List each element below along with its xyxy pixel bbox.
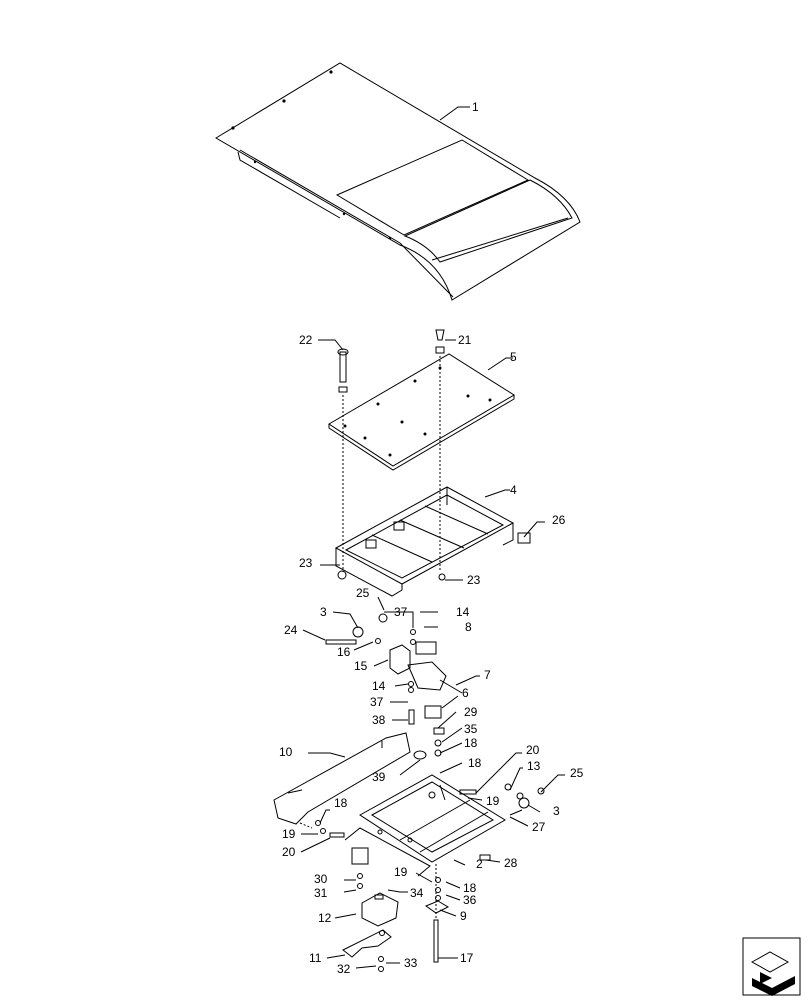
callout-20-b: 20 xyxy=(282,845,296,859)
bolt-22 xyxy=(337,348,349,572)
callout-7: 7 xyxy=(484,668,491,682)
leader-lines xyxy=(300,106,565,969)
callout-18-c: 18 xyxy=(334,796,348,810)
callout-14-a: 14 xyxy=(456,605,470,619)
callout-35: 35 xyxy=(464,722,478,736)
callout-33: 33 xyxy=(404,956,418,970)
callout-17: 17 xyxy=(460,951,474,965)
arrow-corner-icon[interactable] xyxy=(742,937,801,996)
callout-37-a: 37 xyxy=(394,605,408,619)
callout-19-c: 19 xyxy=(394,865,408,879)
callout-18-d: 18 xyxy=(463,881,477,895)
cap-26 xyxy=(517,532,531,544)
seat-frame xyxy=(334,486,515,597)
callout-25-b: 25 xyxy=(570,766,584,780)
callout-18-a: 18 xyxy=(464,736,478,750)
adjuster-mechanism xyxy=(325,613,463,725)
washer-39 xyxy=(413,750,427,760)
bracket-11 xyxy=(342,929,392,972)
callout-6: 6 xyxy=(462,686,469,700)
callout-36: 36 xyxy=(463,893,477,907)
callout-2: 2 xyxy=(476,857,483,871)
callout-26: 26 xyxy=(552,513,566,527)
roof-panel xyxy=(215,62,581,301)
callout-31: 31 xyxy=(314,886,328,900)
callout-11: 11 xyxy=(309,951,322,965)
slide-base-2 xyxy=(344,774,506,877)
callout-15: 15 xyxy=(354,659,368,673)
callout-22: 22 xyxy=(299,333,313,347)
callout-labels: 1 22 21 5 4 26 23 23 25 3 37 14 8 24 16 … xyxy=(279,100,584,976)
seat-plate xyxy=(328,353,515,471)
callout-19-a: 19 xyxy=(486,794,500,808)
callout-32: 32 xyxy=(337,962,351,976)
callout-37-b: 37 xyxy=(370,695,384,709)
callout-8: 8 xyxy=(465,620,472,634)
callout-13: 13 xyxy=(527,759,541,773)
bolt-21 xyxy=(435,329,445,572)
callout-23-a: 23 xyxy=(299,556,313,570)
bottom-hardware xyxy=(357,854,491,963)
callout-12: 12 xyxy=(318,911,332,925)
callout-3-a: 3 xyxy=(320,605,327,619)
callout-5: 5 xyxy=(510,350,517,364)
callout-20-a: 20 xyxy=(526,743,540,757)
callout-34: 34 xyxy=(410,886,424,900)
callout-16: 16 xyxy=(337,645,351,659)
callout-23-b: 23 xyxy=(467,573,481,587)
side-rail-10 xyxy=(273,732,411,825)
callout-9: 9 xyxy=(460,909,467,923)
callout-39: 39 xyxy=(372,770,386,784)
callout-18-b: 18 xyxy=(468,756,482,770)
callout-3-b: 3 xyxy=(553,804,560,818)
callout-27: 27 xyxy=(532,820,546,834)
callout-19-b: 19 xyxy=(282,827,296,841)
callout-29: 29 xyxy=(464,705,478,719)
left-hardware xyxy=(299,820,345,838)
callout-14-b: 14 xyxy=(372,679,386,693)
callout-24: 24 xyxy=(284,623,298,637)
callout-28: 28 xyxy=(504,856,518,870)
callout-30: 30 xyxy=(314,872,328,886)
callout-10: 10 xyxy=(279,745,293,759)
callout-1: 1 xyxy=(472,100,479,114)
callout-4: 4 xyxy=(510,483,517,497)
callout-21: 21 xyxy=(458,333,472,347)
callout-25-a: 25 xyxy=(356,586,370,600)
callout-38: 38 xyxy=(372,713,386,727)
controller-12 xyxy=(361,892,399,927)
